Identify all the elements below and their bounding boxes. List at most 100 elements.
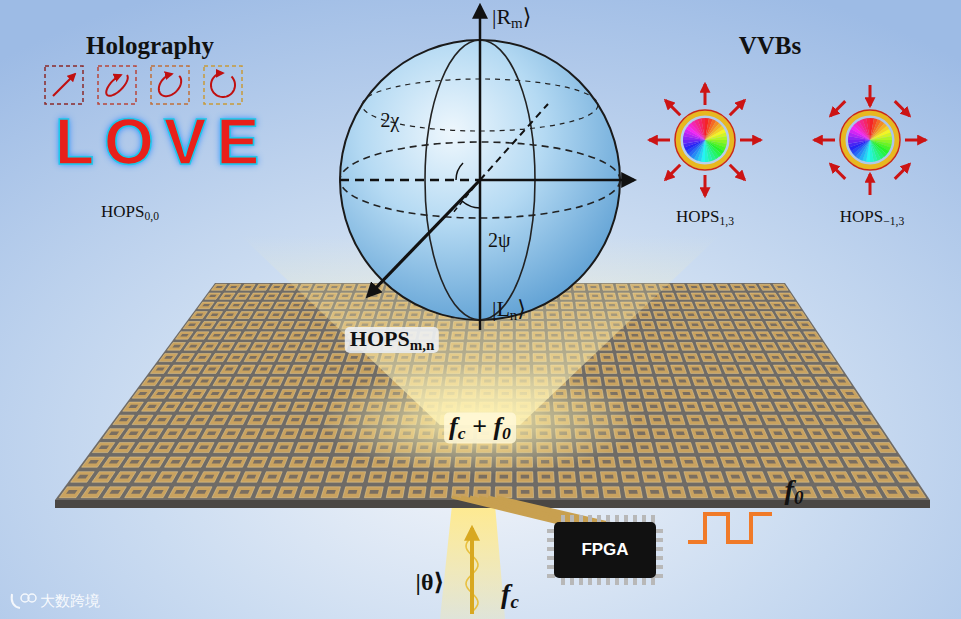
- meta-atom: [797, 377, 815, 386]
- meta-atom: [714, 312, 729, 319]
- meta-atom-slot: [303, 314, 310, 317]
- meta-atom-slot: [766, 345, 774, 348]
- meta-atom: [622, 377, 638, 386]
- meta-atom: [639, 457, 657, 467]
- meta-atom-slot: [742, 405, 751, 408]
- meta-atom-slot: [267, 324, 275, 327]
- meta-atom-slot: [310, 418, 319, 421]
- meta-atom: [227, 457, 248, 467]
- meta-atom: [804, 389, 823, 398]
- meta-atom: [660, 332, 675, 339]
- meta-atom: [773, 365, 791, 373]
- text-run: −1,3: [883, 215, 904, 228]
- meta-atom: [645, 487, 664, 498]
- meta-atom-slot: [279, 446, 288, 450]
- meta-atom-slot: [629, 324, 636, 327]
- phase-wedge: [848, 140, 870, 144]
- meta-atom: [691, 293, 705, 299]
- meta-atom: [619, 457, 637, 467]
- meta-atom: [255, 365, 272, 373]
- meta-atom-slot: [734, 432, 743, 435]
- meta-atom-slot: [749, 380, 758, 383]
- text-run: HOPS: [840, 207, 883, 226]
- meta-atom: [692, 332, 707, 339]
- angle-label: 2ψ: [488, 229, 511, 251]
- meta-atom: [815, 443, 836, 453]
- meta-atom-slot: [650, 490, 660, 494]
- meta-atom: [743, 415, 762, 424]
- meta-atom-slot: [176, 418, 186, 421]
- meta-atom-slot: [248, 304, 256, 306]
- meta-atom: [893, 472, 916, 483]
- control-wires: [452, 497, 617, 525]
- meta-atom-slot: [120, 475, 131, 479]
- meta-atom: [692, 377, 709, 386]
- meta-atom: [745, 312, 761, 319]
- meta-atom: [284, 312, 299, 319]
- meta-atom: [749, 429, 768, 439]
- meta-atom: [272, 365, 289, 373]
- meta-atom: [642, 389, 658, 398]
- meta-atom: [580, 472, 597, 483]
- meta-atom-slot: [542, 475, 551, 479]
- meta-atom: [151, 415, 172, 424]
- meta-atom-slot: [623, 368, 631, 371]
- meta-atom-slot: [265, 392, 274, 395]
- meta-atom: [283, 472, 303, 483]
- meta-atom-slot: [333, 356, 341, 359]
- meta-atom: [234, 343, 251, 351]
- meta-atom-slot: [733, 345, 741, 348]
- meta-atom-slot: [724, 295, 731, 297]
- meta-atom-slot: [99, 446, 110, 450]
- meta-atom: [691, 429, 709, 439]
- meta-atom: [756, 402, 774, 411]
- meta-atom: [261, 429, 280, 439]
- meta-atom: [329, 354, 345, 362]
- meta-atom-slot: [246, 432, 255, 435]
- meta-atom-slot: [608, 380, 616, 383]
- meta-atom: [284, 343, 300, 351]
- meta-atom-slot: [693, 490, 703, 494]
- meta-atom: [317, 343, 333, 351]
- meta-atom: [724, 332, 740, 339]
- meta-atom: [602, 365, 617, 373]
- meta-atom-slot: [320, 392, 328, 395]
- meta-atom-slot: [668, 405, 676, 408]
- meta-atom: [214, 443, 234, 453]
- meta-atom: [642, 472, 661, 483]
- meta-atom: [838, 487, 860, 498]
- meta-atom-slot: [315, 460, 324, 464]
- meta-atom: [113, 415, 134, 424]
- meta-atom: [827, 429, 848, 439]
- text-run: m,n: [410, 337, 435, 353]
- meta-atom: [81, 487, 105, 498]
- phase-wedge: [701, 118, 705, 140]
- meta-atom-slot: [168, 432, 178, 435]
- meta-atom: [636, 443, 654, 453]
- meta-atom: [687, 415, 705, 424]
- meta-atom: [636, 365, 651, 373]
- text-run: |R: [492, 4, 511, 29]
- meta-atom: [662, 293, 676, 299]
- meta-atom-slot: [217, 304, 225, 306]
- meta-atom-slot: [676, 324, 683, 327]
- meta-atom: [769, 429, 788, 439]
- text-run: c: [458, 423, 466, 443]
- meta-atom: [874, 443, 896, 453]
- chip-pin: [624, 577, 628, 585]
- meta-atom: [212, 487, 234, 498]
- meta-atom: [253, 312, 269, 319]
- meta-atom: [185, 365, 204, 373]
- horizontal-axis-back: [340, 179, 480, 182]
- chip-pin: [642, 515, 646, 523]
- poincare-sphere: [340, 6, 634, 330]
- text-run: HOPS: [676, 207, 719, 226]
- phase-wedge: [870, 132, 892, 140]
- meta-atom: [217, 343, 234, 351]
- meta-atom: [560, 487, 577, 498]
- meta-atom-slot: [233, 304, 241, 306]
- meta-atom: [191, 312, 208, 319]
- polarization-box: [204, 66, 242, 104]
